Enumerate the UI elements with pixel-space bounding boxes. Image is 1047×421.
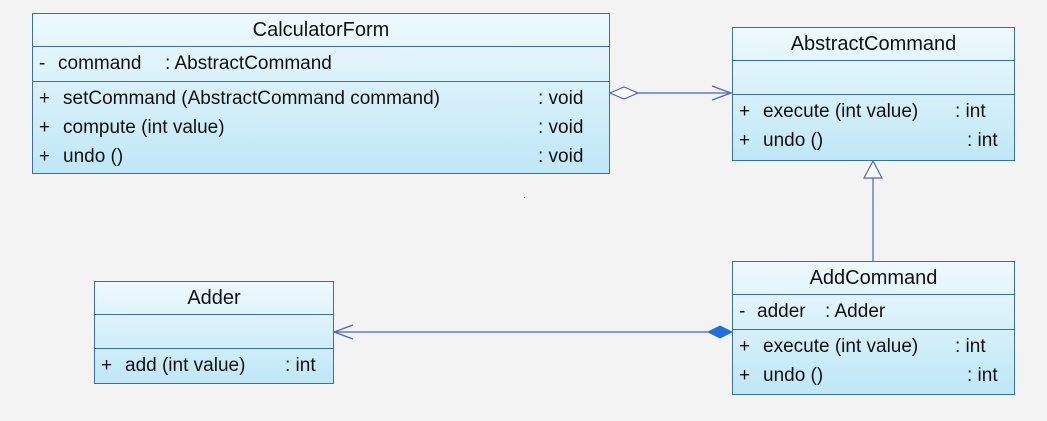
visibility: + <box>101 355 113 376</box>
class-name: Adder <box>95 282 333 315</box>
return-type: : int <box>967 365 998 386</box>
class-abstract-command[interactable]: AbstractCommand + execute (int value) : … <box>732 27 1015 161</box>
visibility: - <box>739 301 746 322</box>
operation-row: + setCommand (AbstractCommand command) :… <box>33 84 609 113</box>
aggregation-diamond-icon <box>608 86 640 100</box>
operation-row: + execute (int value) : int <box>733 97 1014 126</box>
attribute-row: - adder : Adder <box>733 297 1014 326</box>
operation-signature: execute (int value) <box>763 336 919 357</box>
attribute-type: : Adder <box>825 301 886 322</box>
operation-signature: compute (int value) <box>63 117 225 138</box>
class-calculator-form[interactable]: CalculatorForm - command : AbstractComma… <box>32 13 610 174</box>
visibility: + <box>39 117 51 138</box>
operation-row: + compute (int value) : void <box>33 113 609 142</box>
class-name: AbstractCommand <box>733 28 1014 61</box>
open-arrowhead-icon <box>711 85 733 101</box>
operation-row: + add (int value) : int <box>95 351 333 380</box>
attribute-name: adder <box>757 301 806 322</box>
class-adder[interactable]: Adder + add (int value) : int <box>94 281 334 384</box>
return-type: : void <box>538 117 584 138</box>
visibility: + <box>739 365 751 386</box>
attributes-section: - adder : Adder <box>733 295 1014 330</box>
generalization-link <box>863 159 883 261</box>
attributes-section <box>733 61 1014 95</box>
visibility: + <box>39 146 51 167</box>
attributes-section <box>95 315 333 349</box>
open-arrowhead-icon <box>332 324 354 340</box>
operation-row: + undo () : void <box>33 142 609 171</box>
operation-row: + undo () : int <box>733 361 1014 390</box>
operations-section: + execute (int value) : int + undo () : … <box>733 330 1014 393</box>
return-type: : int <box>285 355 316 376</box>
class-add-command[interactable]: AddCommand - adder : Adder + execute (in… <box>732 261 1015 395</box>
return-type: : int <box>955 336 986 357</box>
visibility: + <box>739 101 751 122</box>
visibility: + <box>739 336 751 357</box>
aggregation-link <box>608 85 733 101</box>
operations-section: + execute (int value) : int + undo () : … <box>733 95 1014 158</box>
class-name: AddCommand <box>733 262 1014 295</box>
operation-row: + execute (int value) : int <box>733 332 1014 361</box>
inheritance-triangle-icon <box>863 159 883 179</box>
attribute-row: - command : AbstractCommand <box>33 49 609 78</box>
return-type: : void <box>538 88 584 109</box>
operation-signature: execute (int value) <box>763 101 919 122</box>
composition-diamond-icon <box>706 325 734 339</box>
return-type: : void <box>538 146 584 167</box>
return-type: : int <box>955 101 986 122</box>
operation-signature: add (int value) <box>125 355 246 376</box>
operations-section: + setCommand (AbstractCommand command) :… <box>33 82 609 174</box>
stray-dot <box>524 197 525 198</box>
visibility: + <box>739 130 751 151</box>
operation-signature: undo () <box>63 146 124 167</box>
visibility: + <box>39 88 51 109</box>
class-name: CalculatorForm <box>33 14 609 47</box>
operation-signature: undo () <box>763 365 824 386</box>
attributes-section: - command : AbstractCommand <box>33 47 609 82</box>
visibility: - <box>39 53 46 74</box>
operation-signature: undo () <box>763 130 824 151</box>
composition-link <box>332 324 734 340</box>
return-type: : int <box>967 130 998 151</box>
operation-signature: setCommand (AbstractCommand command) <box>63 88 440 109</box>
operation-row: + undo () : int <box>733 126 1014 155</box>
attribute-type: : AbstractCommand <box>165 53 332 74</box>
attribute-name: command <box>58 53 142 74</box>
operations-section: + add (int value) : int <box>95 349 333 383</box>
